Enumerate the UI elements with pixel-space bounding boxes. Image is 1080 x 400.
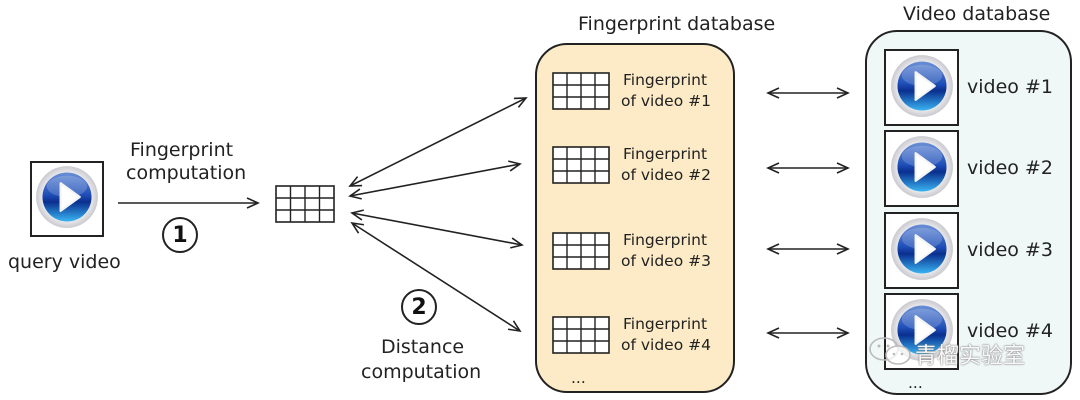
- wechat-icon: [868, 336, 912, 370]
- step2-label-line1: Distance: [381, 336, 465, 358]
- fingerprint-item-label-line1: Fingerprint: [623, 315, 708, 333]
- video-item-label: video #3: [967, 239, 1053, 261]
- fingerprint-database-ellipsis: ...: [571, 369, 586, 387]
- fingerprint-grid-icon: [552, 316, 610, 358]
- fingerprint-item-label-line2: of video #2: [621, 166, 711, 184]
- fingerprint-item-label-line2: of video #4: [621, 336, 711, 354]
- fingerprint-grid-icon: [552, 72, 610, 114]
- fingerprint-database-title: Fingerprint database: [578, 13, 776, 35]
- play-icon: [35, 165, 99, 233]
- video-thumbnail[interactable]: [884, 212, 959, 289]
- arrow-distance-2: [348, 160, 522, 200]
- fingerprint-item-label-line1: Fingerprint: [623, 71, 708, 89]
- video-thumbnail[interactable]: [884, 49, 959, 126]
- video-item-label: video #2: [967, 157, 1053, 179]
- fingerprint-item-label-line2: of video #3: [621, 252, 711, 270]
- watermark-text: 青榴实验室: [915, 344, 1026, 369]
- step1-label-line1: Fingerprint: [130, 139, 234, 161]
- fingerprint-item-label-line1: Fingerprint: [623, 231, 708, 249]
- video-thumbnail[interactable]: [884, 130, 959, 207]
- video-item-label: video #4: [967, 320, 1053, 342]
- play-icon: [890, 54, 954, 122]
- fingerprint-item-label-line1: Fingerprint: [623, 145, 708, 163]
- play-icon: [890, 298, 954, 366]
- step2-label-line2: computation: [361, 361, 482, 383]
- fingerprint-grid-icon: [552, 146, 610, 188]
- video-database-title: Video database: [903, 3, 1051, 25]
- fingerprint-item-label-line2: of video #1: [621, 92, 711, 110]
- step1-number-badge: 1: [162, 217, 198, 253]
- step2-number-badge: 2: [401, 289, 437, 325]
- arrow-distance-1: [348, 97, 528, 187]
- play-icon: [890, 217, 954, 285]
- query-video-label: query video: [8, 251, 121, 273]
- query-fingerprint-grid-icon: [275, 185, 335, 227]
- play-icon: [890, 135, 954, 203]
- fingerprint-grid-icon: [552, 232, 610, 274]
- video-item-label: video #1: [967, 76, 1053, 98]
- step1-label-line2: computation: [126, 162, 247, 184]
- query-video-thumbnail[interactable]: [30, 161, 104, 237]
- video-database-ellipsis: ...: [908, 374, 923, 392]
- arrow-distance-4: [350, 221, 522, 333]
- video-thumbnail[interactable]: [884, 293, 959, 370]
